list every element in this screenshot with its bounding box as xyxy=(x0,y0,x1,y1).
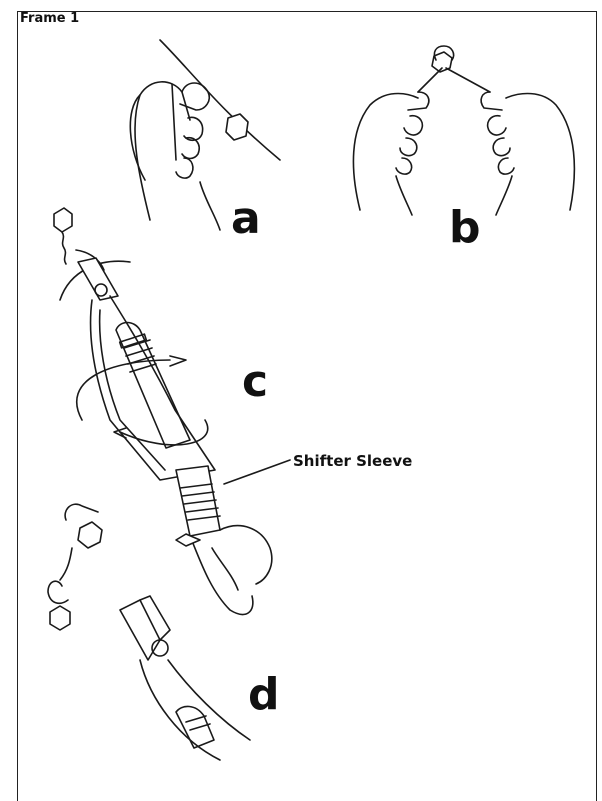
shifter-sleeve-label: Shifter Sleeve xyxy=(293,452,412,470)
step-c-pliers-illustration xyxy=(54,208,290,614)
step-label-c: c xyxy=(242,360,268,404)
step-d-illustration xyxy=(48,504,250,760)
step-label-b: b xyxy=(449,206,481,250)
hex-nut-icon xyxy=(226,114,248,140)
step-b-hands-illustration xyxy=(353,46,574,215)
step-label-a: a xyxy=(231,197,261,241)
step-label-d: d xyxy=(248,673,280,717)
